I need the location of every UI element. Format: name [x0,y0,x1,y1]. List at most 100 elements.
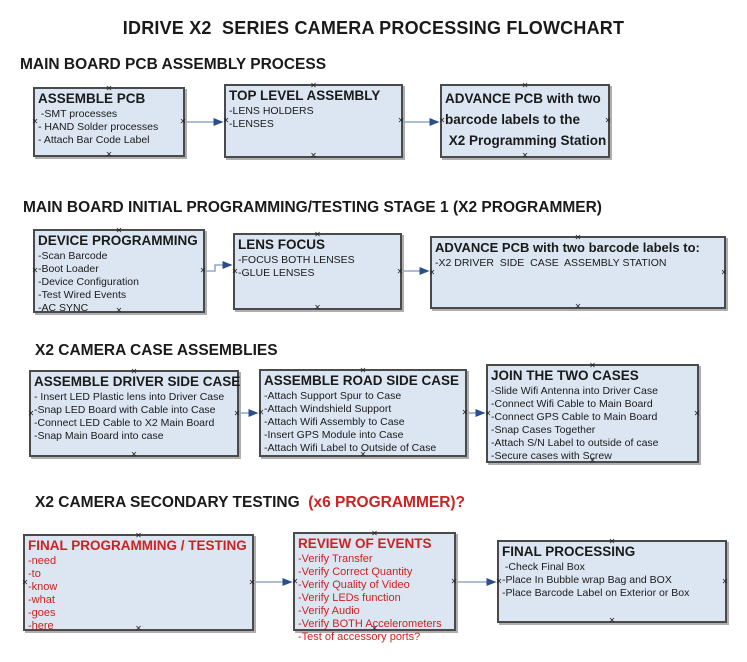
box-item: -Connect LED Cable to X2 Main Board [34,417,215,429]
connection-point-icon: ✕ [396,266,404,276]
box-item: X2 Programming Station [445,133,607,148]
box-title: LENS FOCUS [238,237,326,252]
box-item: - Attach Bar Code Label [38,134,150,146]
connection-point-icon: ✕ [105,150,113,159]
box-item-list: -SMT processes- HAND Solder processes- A… [38,108,180,147]
connection-point-icon: ✕ [115,226,123,235]
connection-point-icon: ✕ [608,537,616,546]
connection-point-icon: ✕ [450,576,458,586]
box-item: -Scan Barcode [38,250,108,262]
connection-point-icon: ✕ [310,81,317,90]
connection-point-icon: ✕ [179,117,187,126]
box-item: -know [28,581,58,593]
box-item: -Verify Audio [298,605,360,617]
connection-point-icon: ✕ [31,266,39,275]
connection-point-icon: ✕ [257,408,265,417]
box-assemble-road-side-case: ✕✕✕✕ ASSEMBLE ROAD SIDE CASE -Attach Sup… [257,367,469,459]
connection-point-icon: ✕ [461,408,469,417]
connection-point-icon: ✕ [135,624,142,633]
connection-point-icon: ✕ [521,151,529,160]
box-item: -Slide Wifi Antenna into Driver Case [491,385,658,397]
box-item: -Verify Transfer [298,553,373,565]
box-item: -Test Wired Events [38,289,127,301]
connection-point-icon: ✕ [371,624,378,633]
connection-point-icon: ✕ [574,302,582,311]
box-item: -to [28,568,41,580]
section-heading-case-assemblies: X2 CAMERA CASE ASSEMBLIES [35,342,278,359]
box-final-processing: ✕✕✕✕ FINAL PROCESSING -Check Final Box-P… [496,537,729,625]
box-item: -Attach Windshield Support [264,403,392,415]
box-item: -Insert GPS Module into Case [264,429,404,441]
connection-point-icon: ✕ [371,529,378,538]
box-item: -Place Barcode Label on Exterior or Box [502,587,690,599]
connection-point-icon: ✕ [135,531,142,540]
box-item-list: -Attach Support Spur to Case-Attach Wind… [264,390,462,455]
connection-point-icon: ✕ [397,116,405,125]
box-title: ASSEMBLE ROAD SIDE CASE [264,373,460,388]
box-item: -FOCUS BOTH LENSES [238,254,355,266]
connection-point-icon: ✕ [721,576,729,586]
connection-point-icon: ✕ [589,456,596,465]
connection-point-icon: ✕ [248,577,256,587]
connection-point-icon: ✕ [310,151,317,160]
box-item: -SMT processes [38,108,118,120]
box-item: -Attach Wifi Assembly to Case [264,416,405,428]
box-title: DEVICE PROGRAMMING [38,233,198,248]
box-item: -Place In Bubble wrap Bag and BOX [502,574,672,586]
box-item: -Attach Wifi Label to Outside of Case [264,442,437,454]
connection-point-icon: ✕ [27,408,35,418]
box-item-list: - Insert LED Plastic lens into Driver Ca… [34,391,234,443]
box-item: -Check Final Box [502,561,585,573]
box-item: -what [28,594,55,606]
connection-point-icon: ✕ [130,367,138,376]
box-lens-focus: ✕✕✕✕ LENS FOCUS -FOCUS BOTH LENSES-GLUE … [232,230,404,312]
box-item: -AC SYNC [38,302,89,314]
box-advance-pcb-driver-side-station: ✕✕✕✕ ADVANCE PCB with two barcode labels… [429,234,728,311]
box-item: -Verify BOTH Accelerometers [298,618,442,630]
connection-point-icon: ✕ [604,116,612,125]
box-item: -GLUE LENSES [238,267,315,279]
connection-point-icon: ✕ [31,117,39,126]
box-item: -Snap Cases Together [491,424,596,436]
box-item: -Snap Main Board into case [34,430,164,442]
connection-point-icon: ✕ [589,361,596,370]
box-item: -need [28,555,57,567]
box-item-list: -X2 DRIVER SIDE CASE ASSEMBLY STATION [435,257,721,270]
box-item: -Device Configuration [38,276,139,288]
box-item: - Insert LED Plastic lens into Driver Ca… [34,391,225,403]
page-title: IDRIVE X2 SERIES CAMERA PROCESSING FLOWC… [122,18,625,38]
box-item: -Connect GPS Cable to Main Board [491,411,658,423]
section-heading-pcb-assembly: MAIN BOARD PCB ASSEMBLY PROCESS [20,56,327,73]
box-title: ASSEMBLE PCB [38,91,146,106]
connection-point-icon: ✕ [233,408,241,418]
section-heading-black-part: X2 CAMERA SECONDARY TESTING [35,494,309,511]
box-assemble-driver-side-case: ✕✕✕✕ ASSEMBLE DRIVER SIDE CASE - Insert … [27,367,241,459]
connection-point-icon: ✕ [115,306,123,315]
box-device-programming: ✕✕✕✕ DEVICE PROGRAMMING -Scan Barcode-Bo… [31,226,207,315]
connection-point-icon: ✕ [105,84,113,93]
box-item-list: -FOCUS BOTH LENSES-GLUE LENSES [238,254,397,280]
box-top-level-assembly: ✕ ✕ ✕ ✕ TOP LEVEL ASSEMBLY -LENS HOLDERS-LE… [222,81,405,160]
flow-arrow-elbow [206,261,233,272]
box-item: -Verify Correct Quantity [298,566,413,578]
section-heading-secondary-testing: X2 CAMERA SECONDARY TESTING (x6 PROGRAMM… [35,494,465,512]
connection-point-icon: ✕ [484,408,492,418]
box-item: -Attach S/N Label to outside of case [491,437,659,449]
box-title: TOP LEVEL ASSEMBLY [229,88,381,103]
box-item: -LENS HOLDERS [229,105,314,117]
box-title: ASSEMBLE DRIVER SIDE CASE [34,374,241,389]
box-item: -Test of accessory ports? [298,631,421,643]
connection-point-icon: ✕ [222,116,230,125]
box-title: JOIN THE TWO CASES [491,368,639,383]
connection-point-icon: ✕ [359,450,367,459]
box-item: -here [28,620,54,632]
connection-point-icon: ✕ [314,303,321,312]
box-item-list: -need-to-know-what-goes-here [28,555,249,633]
box-item-list: -Verify Transfer-Verify Correct Quantity… [298,553,451,644]
connection-point-icon: ✕ [314,230,321,239]
box-item-list: -LENS HOLDERS-LENSES [229,105,398,131]
box-item: -Verify LEDs function [298,592,401,604]
box-title: ADVANCE PCB with two barcode labels to t… [445,91,601,127]
box-title: REVIEW OF EVENTS [298,536,432,551]
